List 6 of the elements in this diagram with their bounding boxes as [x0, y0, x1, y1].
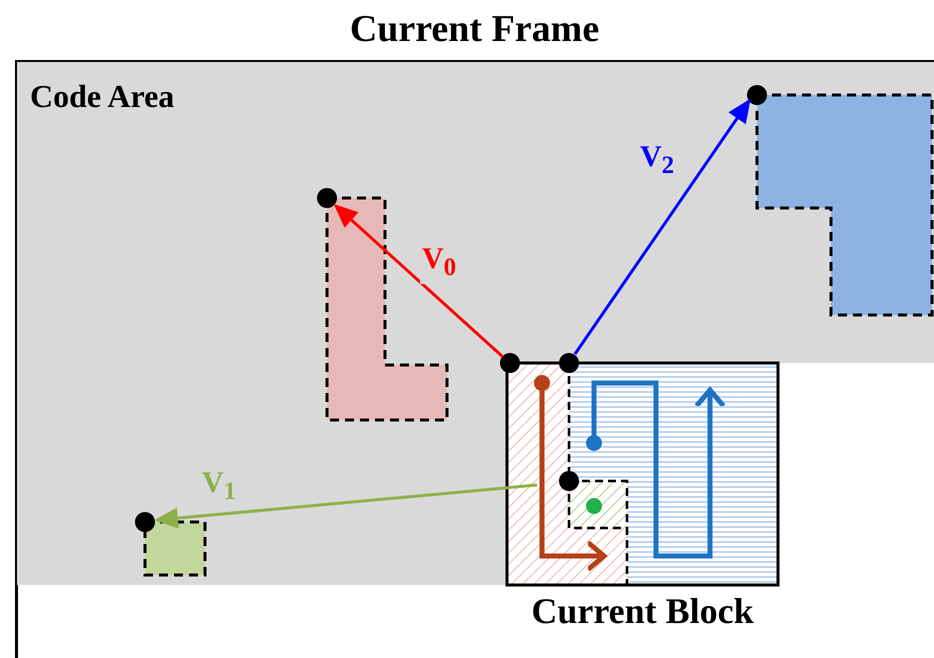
arrow	[334, 204, 504, 358]
arrow	[574, 98, 751, 355]
arrow	[154, 484, 538, 529]
frame-title: Current Frame	[348, 8, 600, 50]
area-label: Code Area	[30, 78, 174, 114]
block-label: Current Block	[530, 591, 755, 631]
